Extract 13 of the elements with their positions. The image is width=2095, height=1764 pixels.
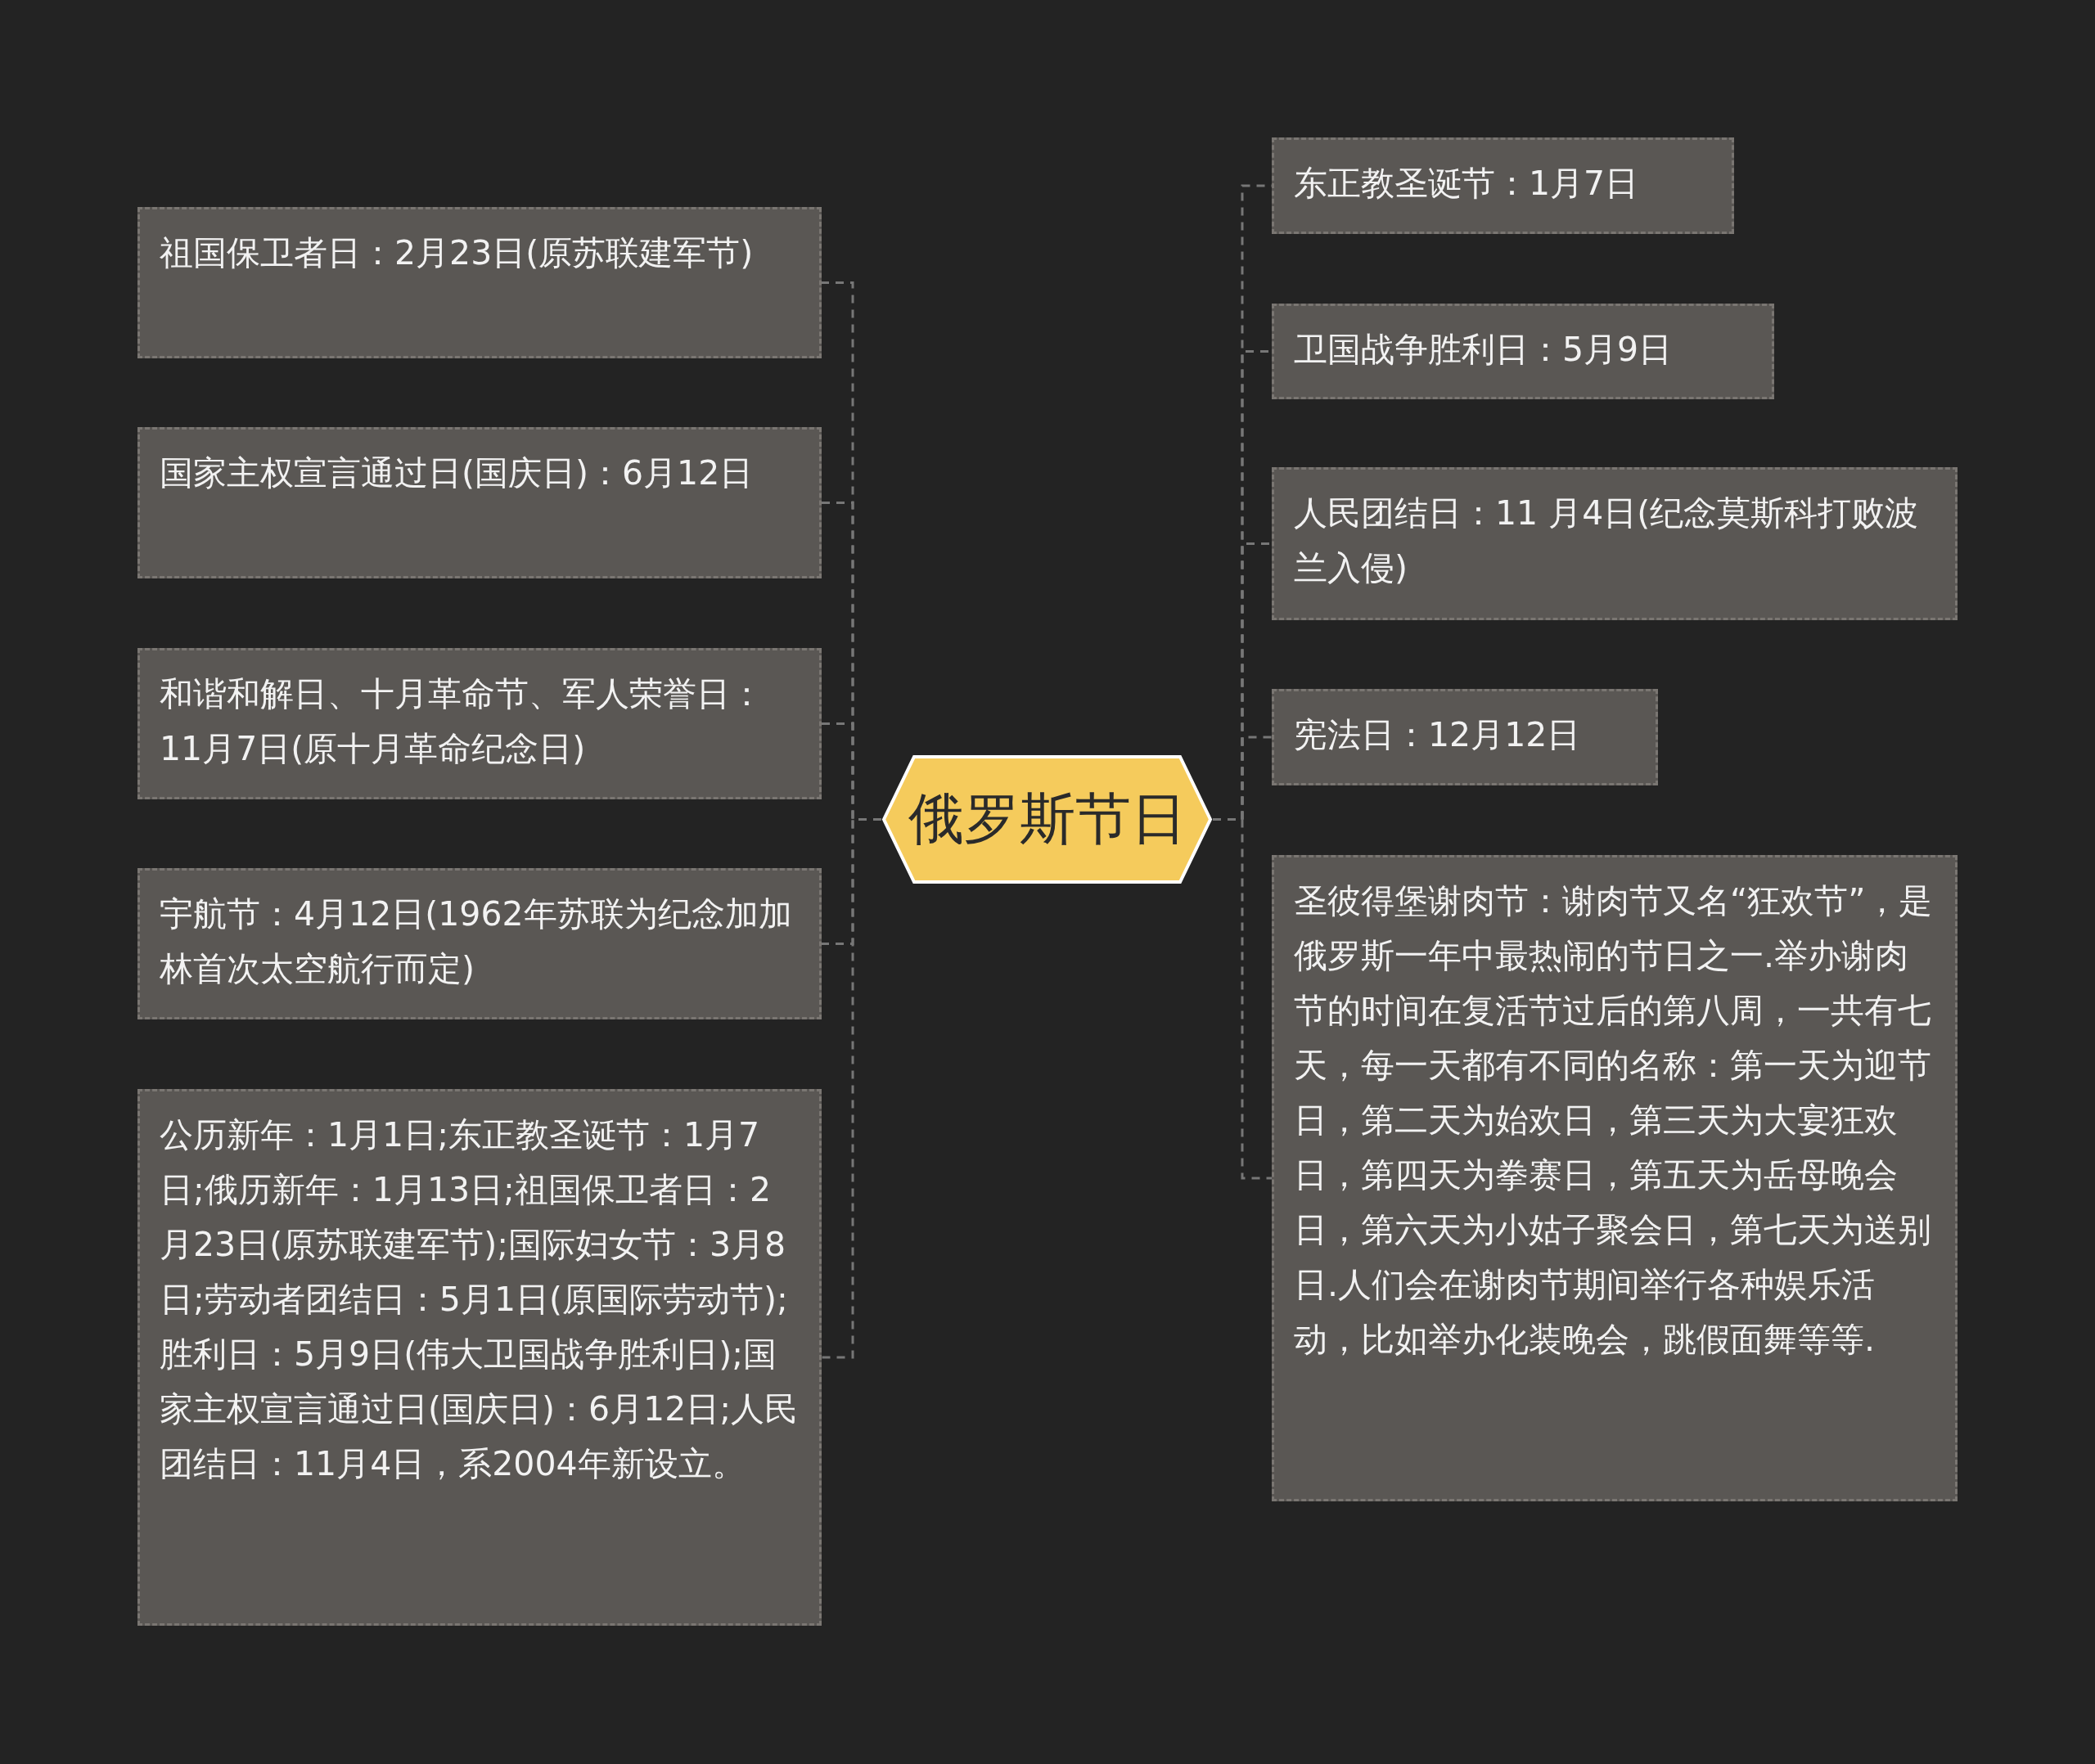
topic-box: 卫国战争胜利日：5月9日	[1272, 304, 1774, 399]
topic-box: 和谐和解日、十月革命节、军人荣誉日：11月7日(原十月革命纪念日)	[137, 648, 822, 799]
topic-box: 宇航节：4月12日(1962年苏联为纪念加加林首次太空航行而定)	[137, 868, 822, 1019]
topic-box: 宪法日：12月12日	[1272, 689, 1658, 785]
connector-line	[822, 818, 881, 1359]
connector-line	[1213, 818, 1272, 1180]
topic-box: 圣彼得堡谢肉节：谢肉节又名“狂欢节”，是俄罗斯一年中最热闹的节日之一.举办谢肉节的时间在复活节过后的第八周，一共有七天，每一天都有不同的名称：第一天为迎节日，第二天为始欢日，第三天为大宴狂欢日，第四天为拳赛日，第五天为岳母晚会日，第六天为小姑子聚会日，第七天为送别日.人们会在谢肉节期间举行各种娱乐活动，比如举办化装晚会，跳假面舞等等.	[1272, 855, 1958, 1501]
topic-hexagon: 俄罗斯节日	[881, 754, 1213, 884]
topic-box: 人民团结日：11 月4日(纪念莫斯科打败波兰入侵)	[1272, 467, 1958, 620]
topic-box: 东正教圣诞节：1月7日	[1272, 137, 1734, 234]
topic-box: 国家主权宣言通过日(国庆日)：6月12日	[137, 427, 822, 578]
topic-box: 祖国保卫者日：2月23日(原苏联建军节)	[137, 207, 822, 358]
topic-box: 公历新年：1月1日;东正教圣诞节：1月7日;俄历新年：1月13日;祖国保卫者日：2月23日(原苏联建军节);国际妇女节：3月8日;劳动者团结日：5月1日(原国际劳动节);胜利日：5月9日(伟大卫国战争胜利日);国家主权宣言通过日(国庆日)：6月12日;人民团结日：11月4日，系2004年新设立。	[137, 1089, 822, 1626]
